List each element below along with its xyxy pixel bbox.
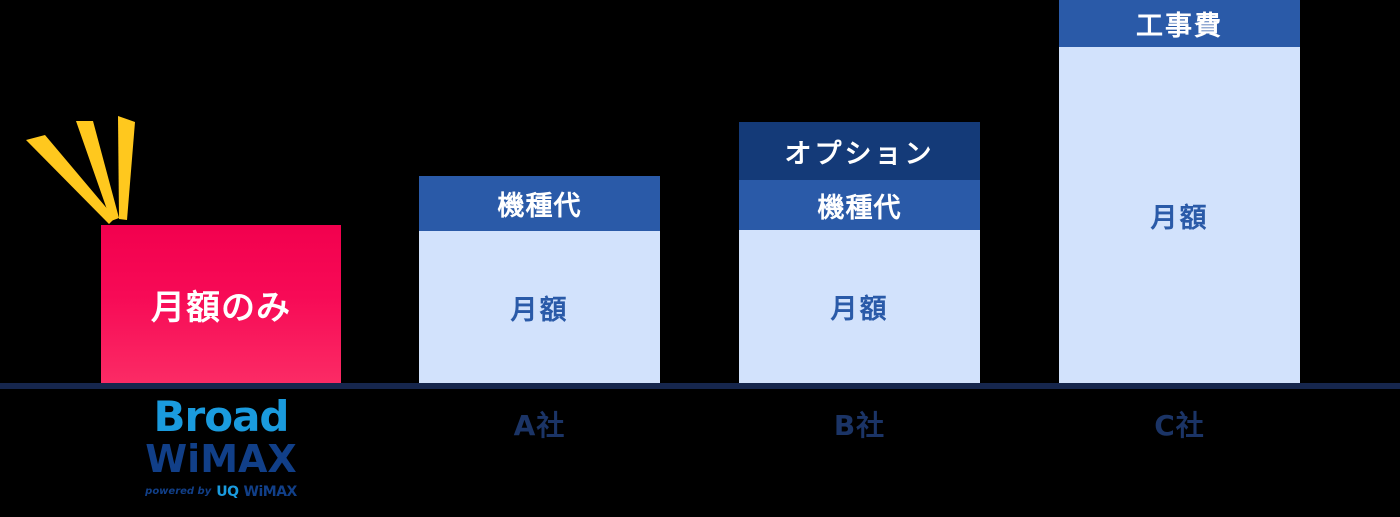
segment-monthly-only[interactable]: 月額のみ [101, 225, 341, 383]
logo-powered-by-row: powered by UQ WiMAX [101, 485, 341, 499]
segment-monthly[interactable]: 月額 [739, 230, 980, 383]
logo-uq-wimax-text: WiMAX [243, 484, 298, 500]
logo-uq-text: UQ [216, 484, 239, 500]
logo-broad-text: Broad [153, 392, 290, 441]
segment-label: 月額のみ [151, 287, 291, 328]
segment-label: 工事費 [1136, 11, 1223, 42]
bar-company-c[interactable]: 工事費 月額 [1059, 0, 1300, 383]
segment-label: 月額 [1150, 202, 1209, 234]
axis-baseline [0, 383, 1400, 389]
logo-wimax-text: WiMAX [145, 437, 297, 481]
segment-label: 機種代 [817, 192, 902, 224]
broad-wimax-logo: Broad WiMAX powered by UQ WiMAX [101, 392, 341, 500]
bar-company-a[interactable]: 機種代 月額 [419, 176, 660, 383]
category-label-company-b: B社 [833, 409, 886, 442]
segment-label: オプション [784, 138, 935, 170]
segment-monthly[interactable]: 月額 [1059, 47, 1300, 383]
segment-device-fee[interactable]: 機種代 [739, 180, 980, 230]
segment-monthly[interactable]: 月額 [419, 231, 660, 383]
sparkle-burst-icon [14, 108, 174, 228]
segment-device-fee[interactable]: 機種代 [419, 176, 660, 231]
category-label-company-c: C社 [1154, 409, 1205, 442]
category-label-company-a: A社 [513, 409, 566, 442]
segment-label: 月額 [510, 294, 569, 326]
bar-company-b[interactable]: オプション 機種代 月額 [739, 122, 980, 383]
segment-construction-fee[interactable]: 工事費 [1059, 0, 1300, 47]
segment-label: 機種代 [497, 191, 582, 222]
logo-powered-by-text: powered by [145, 486, 212, 497]
bar-broad-wimax[interactable]: 月額のみ [101, 225, 341, 383]
segment-option-fee[interactable]: オプション [739, 122, 980, 180]
segment-label: 月額 [830, 294, 889, 325]
